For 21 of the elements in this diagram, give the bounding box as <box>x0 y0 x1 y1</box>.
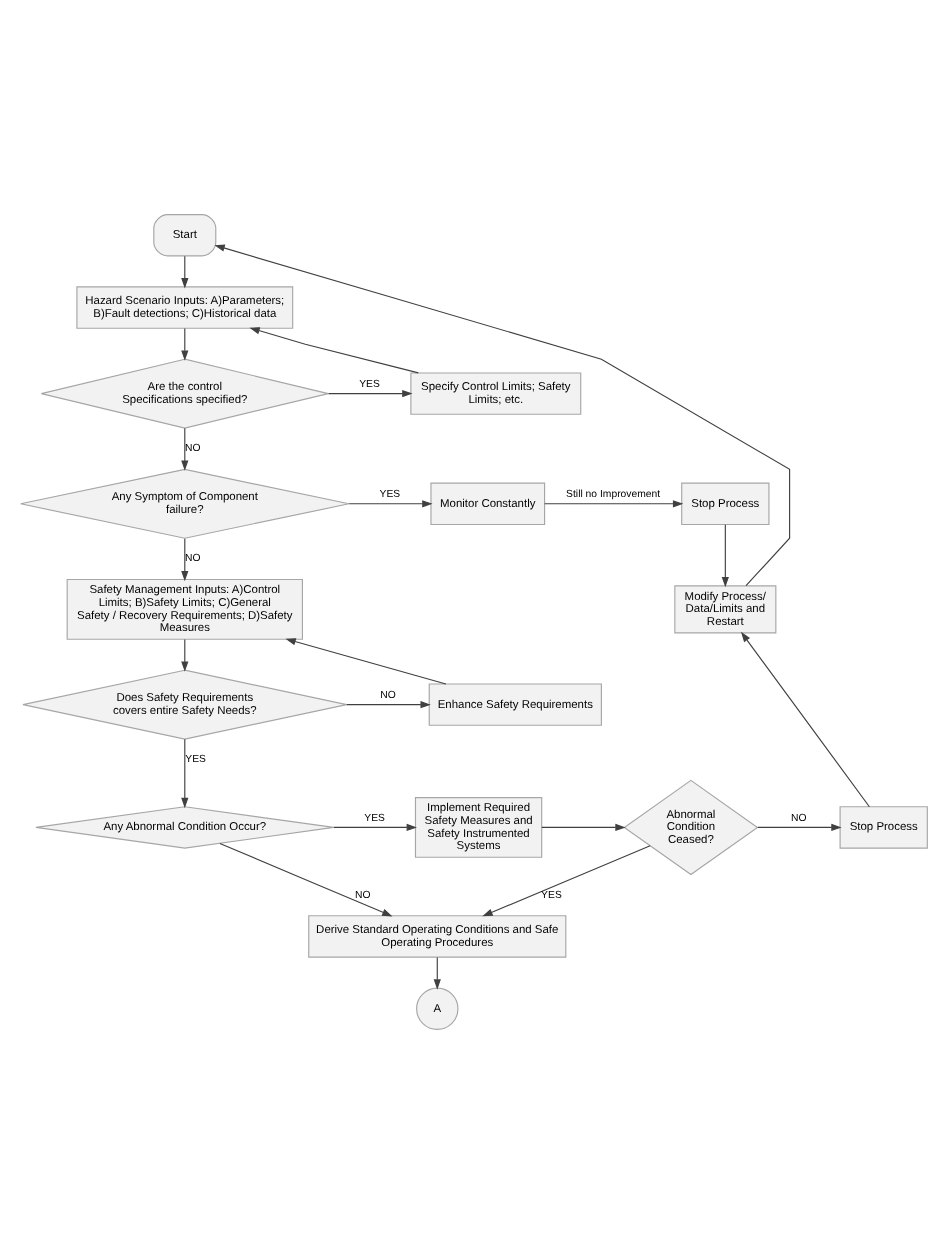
arrow <box>346 701 431 709</box>
arrow <box>544 500 684 508</box>
arrow <box>181 538 189 582</box>
arrow <box>327 390 413 398</box>
arrow <box>285 638 447 685</box>
arrow <box>181 427 189 471</box>
arrow <box>219 842 393 917</box>
arrow <box>249 327 419 374</box>
arrow <box>433 956 441 990</box>
arrow <box>181 638 189 672</box>
arrow <box>482 845 651 917</box>
arrow <box>757 823 842 832</box>
arrow <box>333 823 417 832</box>
arrow <box>181 738 189 809</box>
arrow <box>181 327 189 361</box>
arrow <box>181 255 189 289</box>
arrow <box>541 823 626 832</box>
arrow <box>740 631 870 808</box>
arrow <box>214 244 791 587</box>
arrow <box>348 500 433 508</box>
arrow <box>721 524 729 588</box>
